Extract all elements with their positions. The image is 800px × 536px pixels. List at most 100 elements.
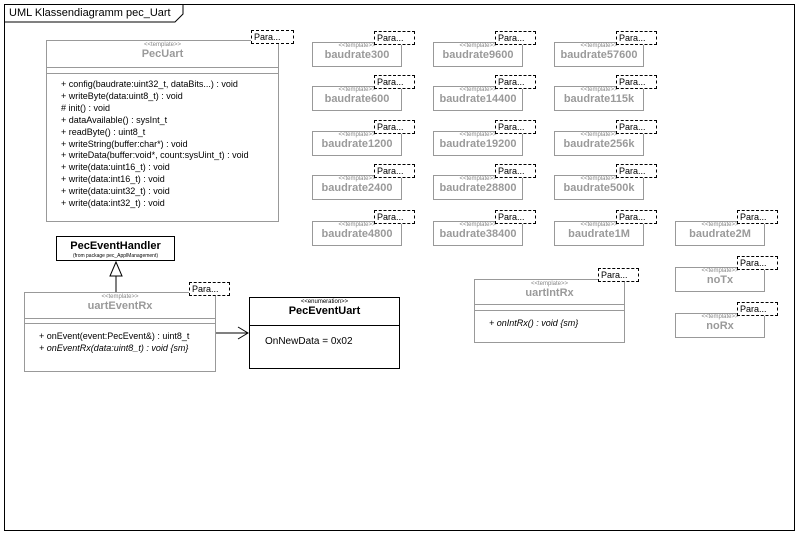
stereotype-label: <<template>> xyxy=(459,222,497,228)
generalization-arrow xyxy=(109,260,123,292)
template-baudrate500k[interactable]: <<template>> baudrate500k xyxy=(554,175,644,200)
stereotype-label: <<template>> xyxy=(459,43,497,49)
template-parameter-box: Para... xyxy=(616,164,657,178)
attribute-separator xyxy=(475,304,624,305)
template-baudrate38400[interactable]: <<template>> baudrate38400 xyxy=(433,221,523,246)
class-uartintrx[interactable]: <<template>> uartIntRx + onIntRx() : voi… xyxy=(474,279,625,343)
template-parameter-box: Para... xyxy=(616,75,657,89)
template-name: baudrate38400 xyxy=(439,228,517,240)
template-parameter-box: Para... xyxy=(598,268,639,282)
template-parameter-box: Para... xyxy=(616,120,657,134)
template-baudrate14400[interactable]: <<template>> baudrate14400 xyxy=(433,86,523,111)
template-baudrate2m[interactable]: <<template>> baudrate2M xyxy=(675,221,765,246)
operations-list: + onIntRx() : void {sm} xyxy=(489,318,578,330)
operation: + write(data:int16_t) : void xyxy=(61,174,165,185)
template-name: baudrate2M xyxy=(689,228,751,240)
operations-list: + onEvent(event:PecEvent&) : uint8_t + o… xyxy=(39,331,189,355)
template-name: baudrate19200 xyxy=(439,138,517,150)
template-baudrate256k[interactable]: <<template>> baudrate256k xyxy=(554,131,644,156)
stereotype-label: <<template>> xyxy=(338,132,376,138)
operation-separator xyxy=(47,73,278,74)
template-norx[interactable]: <<template>> noRx xyxy=(675,313,765,338)
enum-separator xyxy=(250,325,399,326)
class-uarteventrx[interactable]: <<template>> uartEventRx + onEvent(event… xyxy=(24,292,216,372)
template-name: baudrate256k xyxy=(563,138,635,150)
stereotype-label: <<template>> xyxy=(338,87,376,93)
template-parameter-box: Para... xyxy=(495,31,536,45)
frame-tab-outline xyxy=(5,5,184,23)
operation: + write(data:uint32_t) : void xyxy=(61,186,170,197)
template-parameter-box: Para... xyxy=(374,210,415,224)
template-baudrate600[interactable]: <<template>> baudrate600 xyxy=(312,86,402,111)
operation: + onIntRx() : void {sm} xyxy=(489,318,579,328)
template-baudrate2400[interactable]: <<template>> baudrate2400 xyxy=(312,175,402,200)
template-baudrate1m[interactable]: <<template>> baudrate1M xyxy=(554,221,644,246)
template-parameter-box: Para... xyxy=(737,210,778,224)
operation-separator xyxy=(475,310,624,311)
template-baudrate19200[interactable]: <<template>> baudrate19200 xyxy=(433,131,523,156)
template-name: baudrate600 xyxy=(324,93,390,105)
attribute-separator xyxy=(47,67,278,68)
template-parameter-box: Para... xyxy=(495,120,536,134)
template-name: baudrate500k xyxy=(563,182,635,194)
template-parameter-box: Para... xyxy=(374,75,415,89)
operation: + writeByte(data:uint8_t) : void xyxy=(61,90,183,101)
template-parameter-box: Para... xyxy=(374,164,415,178)
template-parameter-box: Para... xyxy=(737,302,778,316)
template-name: baudrate9600 xyxy=(442,49,514,61)
template-parameter-box: Para... xyxy=(189,282,230,296)
stereotype-label: <<template>> xyxy=(580,87,618,93)
dependency-arrow xyxy=(216,326,249,340)
operation: + onEvent(event:PecEvent&) : uint8_t xyxy=(39,331,190,341)
stereotype-label: <<template>> xyxy=(459,87,497,93)
template-baudrate4800[interactable]: <<template>> baudrate4800 xyxy=(312,221,402,246)
template-parameter-box: Para... xyxy=(616,210,657,224)
enum-name: PecEventUart xyxy=(288,305,361,317)
stereotype-label: <<template>> xyxy=(101,294,139,300)
stereotype-label: <<template>> xyxy=(701,314,739,320)
class-name: PecEventHandler xyxy=(70,240,161,252)
template-name: noTx xyxy=(706,274,734,286)
template-baudrate57600[interactable]: <<template>> baudrate57600 xyxy=(554,42,644,67)
class-name: uartIntRx xyxy=(525,287,574,299)
stereotype-label: <<template>> xyxy=(580,132,618,138)
operations-list: + config(baudrate:uint32_t, dataBits...)… xyxy=(61,79,249,210)
class-pecuart[interactable]: <<template>> PecUart + config(baudrate:u… xyxy=(46,40,279,222)
template-notx[interactable]: <<template>> noTx xyxy=(675,267,765,292)
operation: # init() : void xyxy=(61,102,111,113)
operation: + write(data:uint16_t) : void xyxy=(61,162,170,173)
template-parameter-box: Para... xyxy=(495,164,536,178)
class-name: uartEventRx xyxy=(87,300,153,312)
template-baudrate1200[interactable]: <<template>> baudrate1200 xyxy=(312,131,402,156)
enum-peceventuart[interactable]: <<enumeration>> PecEventUart OnNewData =… xyxy=(249,297,400,369)
stereotype-label: <<template>> xyxy=(459,132,497,138)
package-note: (from package pec_ApplManagement) xyxy=(72,253,159,259)
diagram-title: UML Klassendiagramm pec_Uart xyxy=(9,7,171,19)
template-parameter-box: Para... xyxy=(616,31,657,45)
stereotype-label: <<template>> xyxy=(143,42,182,48)
class-peceventhandler[interactable]: PecEventHandler (from package pec_ApplMa… xyxy=(56,236,175,261)
template-baudrate115k[interactable]: <<template>> baudrate115k xyxy=(554,86,644,111)
template-baudrate300[interactable]: <<template>> baudrate300 xyxy=(312,42,402,67)
operation: + writeString(buffer:char*) : void xyxy=(61,138,188,149)
template-name: baudrate28800 xyxy=(439,182,517,194)
template-name: baudrate1200 xyxy=(321,138,393,150)
template-parameter-box: Para... xyxy=(737,256,778,270)
enum-literal: OnNewData = 0x02 xyxy=(265,336,353,347)
operation: + config(baudrate:uint32_t, dataBits...)… xyxy=(61,79,238,89)
template-name: baudrate2400 xyxy=(321,182,393,194)
operation: + write(data:int32_t) : void xyxy=(61,198,165,209)
template-baudrate9600[interactable]: <<template>> baudrate9600 xyxy=(433,42,523,67)
template-parameter-box: Para... xyxy=(251,30,294,44)
operation: + dataAvailable() : sysInt_t xyxy=(61,114,168,125)
stereotype-label: <<template>> xyxy=(338,176,376,182)
stereotype-label: <<template>> xyxy=(701,268,739,274)
template-parameter-box: Para... xyxy=(495,210,536,224)
diagram-frame: UML Klassendiagramm pec_Uart xyxy=(4,4,795,531)
template-name: baudrate57600 xyxy=(560,49,638,61)
stereotype-label: <<template>> xyxy=(580,176,618,182)
stereotype-label: <<template>> xyxy=(530,281,569,287)
template-baudrate28800[interactable]: <<template>> baudrate28800 xyxy=(433,175,523,200)
attribute-separator xyxy=(25,318,215,319)
operation: + readByte() : uint8_t xyxy=(61,126,146,137)
